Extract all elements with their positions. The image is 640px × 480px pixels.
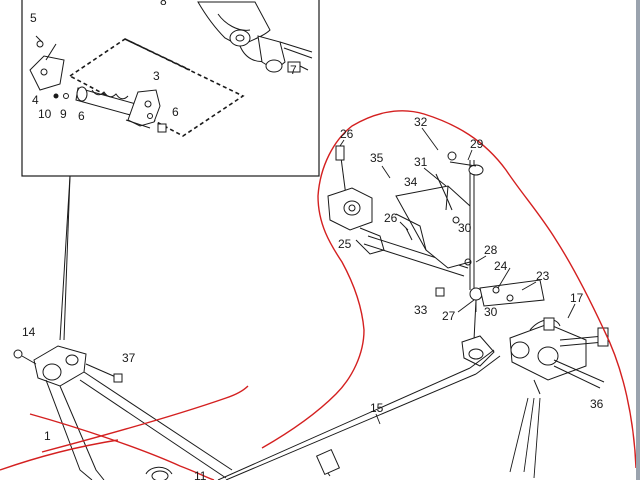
cross-shaft: [217, 349, 501, 480]
inset-leader-line: [59, 175, 71, 341]
red-markup-stroke-c: [0, 439, 119, 471]
callout-30-lower: 30: [484, 305, 498, 319]
callout-34: 34: [404, 175, 418, 189]
callout-23: 23: [536, 269, 550, 283]
callout-15: 15: [370, 401, 384, 415]
callout-leaders: [339, 127, 576, 479]
callout-7: 7: [290, 63, 297, 77]
callout-29: 29: [470, 137, 484, 151]
callout-31: 31: [414, 155, 428, 169]
red-markup-stroke-b: [41, 385, 249, 453]
callout-24: 24: [494, 259, 508, 273]
callout-5: 5: [30, 11, 37, 25]
callout-36: 36: [590, 397, 604, 411]
callout-27: 27: [442, 309, 456, 323]
brake-pedal-arm: [13, 345, 233, 480]
callout-33: 33: [414, 303, 428, 317]
red-markup-outline: [261, 110, 636, 469]
callout-30-upper: 30: [458, 221, 472, 235]
pedal-housing: [197, 1, 313, 73]
callout-17: 17: [570, 291, 584, 305]
callout-26-mid: 26: [384, 211, 398, 225]
callout-8: 8: [160, 0, 167, 8]
cable-bracket-assembly: [327, 145, 484, 297]
callout-9: 9: [60, 107, 67, 121]
lever-bracket: [29, 35, 65, 91]
callout-3: 3: [153, 69, 160, 83]
callout-6-right: 6: [172, 105, 179, 119]
callout-28: 28: [484, 243, 498, 257]
inset-detail-box: [21, 0, 320, 341]
red-markup: [0, 110, 636, 480]
callout-25: 25: [338, 237, 352, 251]
inset-dashed-outline: [69, 38, 245, 137]
window-border: [636, 0, 640, 480]
callout-35: 35: [370, 151, 384, 165]
spring-rod-assembly: [53, 86, 167, 133]
callout-11: 11: [194, 469, 207, 480]
callout-10: 10: [38, 107, 52, 121]
callout-6-lower: 6: [78, 109, 85, 123]
red-markup-stroke-a: [29, 413, 215, 480]
callout-14: 14: [22, 325, 36, 339]
callout-26-top: 26: [340, 127, 354, 141]
callout-4: 4: [32, 93, 39, 107]
callout-32: 32: [414, 115, 428, 129]
callout-37: 37: [122, 351, 136, 365]
callout-1: 1: [44, 429, 51, 443]
pedal-bracket: [509, 317, 609, 395]
inset-leader-line: [63, 175, 71, 341]
